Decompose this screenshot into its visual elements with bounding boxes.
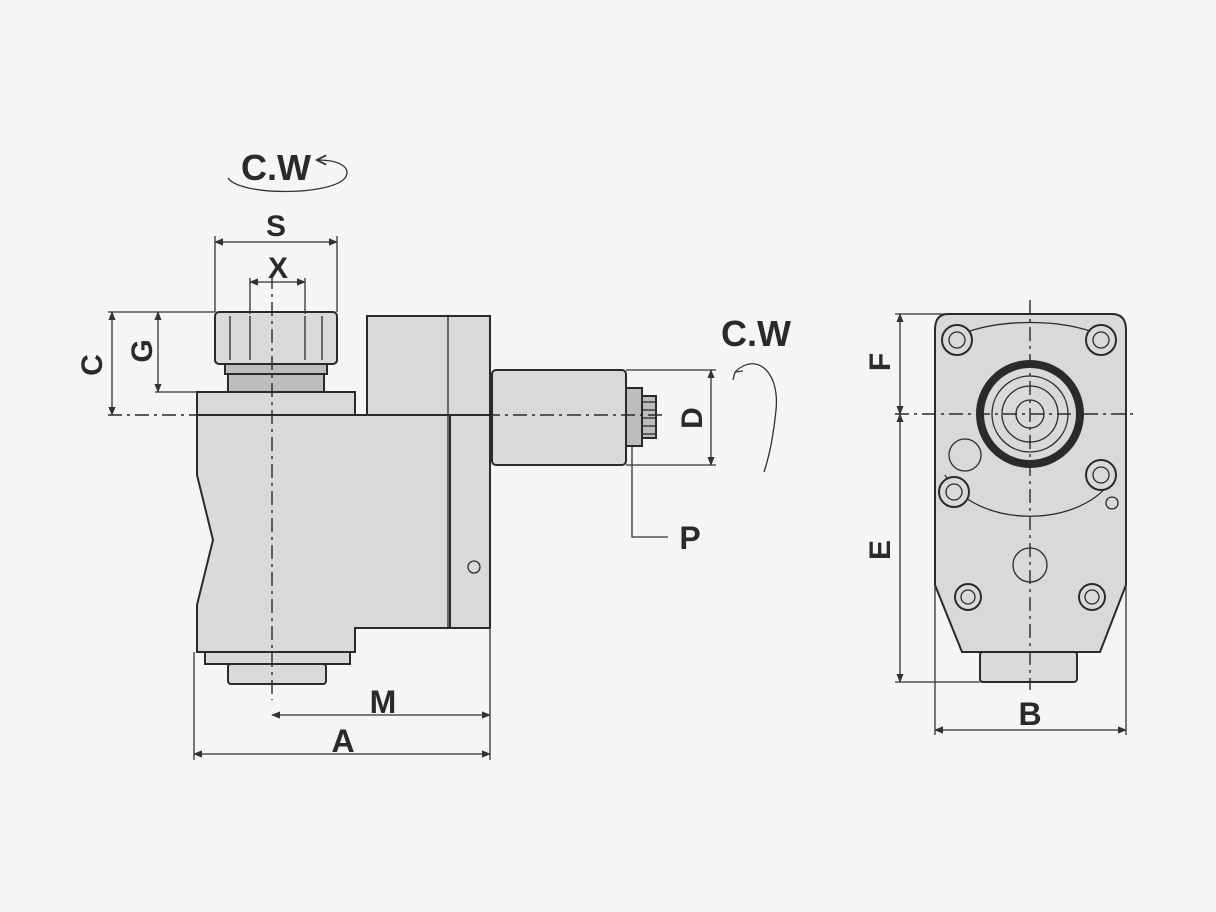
bottom-boss [227,663,327,685]
rotation-arrow-side-head [732,370,744,381]
side-view [108,275,665,700]
upper-flange [196,391,356,416]
dimension-d [626,369,716,466]
front-screw-holes [938,324,1117,611]
dimension-m [271,628,491,760]
dimension-x [249,278,306,314]
front-bottom-boss [979,651,1078,683]
side-screw-hole [467,560,481,574]
dimension-f [895,313,948,415]
label-d: D [676,407,709,429]
leader-p [631,446,668,538]
spindle-shoulder [625,387,643,447]
label-f: F [864,353,897,371]
rotation-arrow-top [227,160,348,193]
output-spindle [491,369,627,466]
dimension-e [895,413,980,683]
collet-nut-grooves [229,316,323,360]
spline-teeth [642,401,656,435]
label-a: A [331,723,354,759]
label-s: S [266,210,286,243]
rotation-arrow-side [734,363,778,473]
label-e: E [864,540,897,560]
upper-housing [366,315,491,416]
right-housing [449,414,491,629]
label-p: P [679,520,700,556]
label-m: M [370,684,397,720]
front-small-hole [1105,496,1119,510]
front-port-hole [948,438,982,472]
label-b: B [1018,696,1041,732]
spline-drive [641,395,657,439]
dimension-a [193,652,491,760]
neck-ring-upper [224,363,328,375]
neck-ring-lower [227,373,325,393]
label-c: C [76,354,109,376]
main-body [196,414,451,653]
label-g: G [126,339,159,362]
label-rotation-top: C.W [241,147,311,188]
front-view [895,300,1135,690]
label-rotation-side: C.W [721,313,791,354]
label-x: X [268,252,288,285]
dimension-g [154,311,197,393]
collet-nut [214,311,338,365]
dimension-s [214,236,338,312]
dimension-b [934,585,1127,735]
bottom-flange [204,651,351,665]
